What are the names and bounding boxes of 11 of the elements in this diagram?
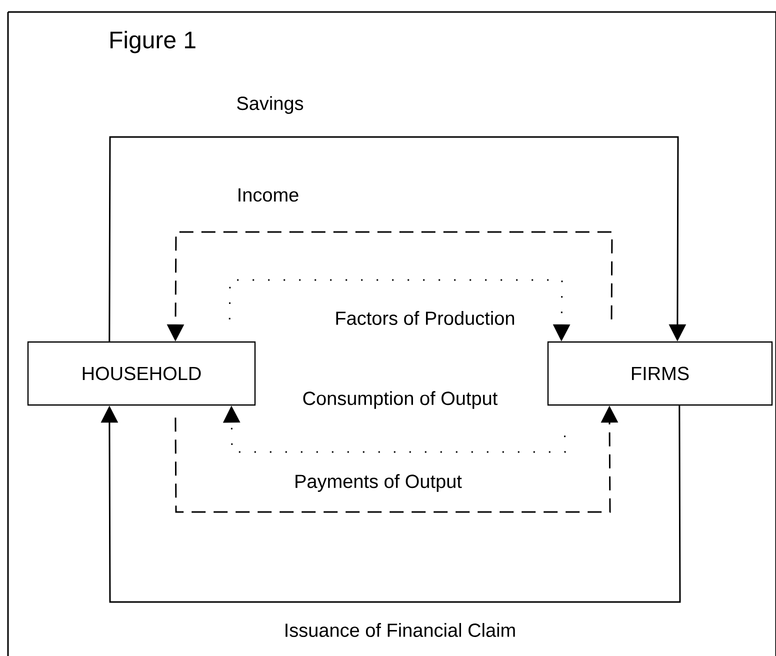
edge-label: Payments of Output: [292, 472, 464, 494]
entity-box: HOUSEHOLD: [27, 341, 256, 406]
edge-label: Factors of Production: [332, 309, 518, 327]
entity-box: FIRMS: [547, 341, 773, 406]
figure-title: Figure 1: [110, 30, 196, 54]
edge-label: Income: [234, 186, 302, 204]
edge-label: Issuance of Financial Claim: [282, 621, 518, 639]
edge-label: Consumption of Output: [300, 389, 500, 411]
arrow: [108, 136, 686, 342]
arrow: [100, 406, 681, 603]
edge-label: Savings: [234, 94, 306, 116]
